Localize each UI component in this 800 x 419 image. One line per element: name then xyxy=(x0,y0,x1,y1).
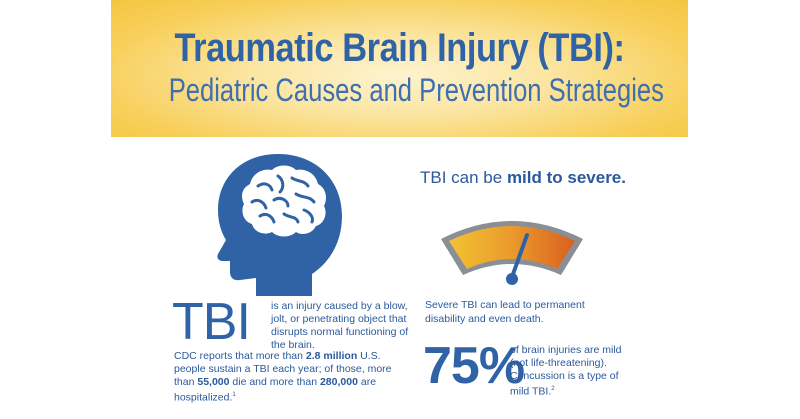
page-subtitle: Pediatric Causes and Prevention Strategi… xyxy=(168,72,664,108)
severity-heading: TBI can be mild to severe. xyxy=(420,168,626,188)
severity-heading-pre: TBI can be xyxy=(420,168,507,187)
child-head-brain-icon xyxy=(200,150,360,300)
tbi-heading: TBI xyxy=(172,293,251,351)
page-title: Traumatic Brain Injury (TBI): xyxy=(174,26,625,70)
severe-tbi-text: Severe TBI can lead to permanent disabil… xyxy=(425,299,585,325)
cdc-text-mid1: U.S. people sustain a TBI each year; of … xyxy=(174,350,392,388)
percent-footnote: 2 xyxy=(551,386,555,392)
mild-percent: 75% xyxy=(423,337,525,395)
severity-heading-bold: mild to severe. xyxy=(506,168,626,187)
cdc-stat-deaths: 55,000 xyxy=(197,376,230,388)
tbi-definition: is an injury caused by a blow, jolt, or … xyxy=(271,300,409,351)
cdc-text-pre: CDC reports that more than xyxy=(174,350,306,362)
cdc-text-post: are hospitalized. xyxy=(174,376,377,404)
header-banner: Traumatic Brain Injury (TBI): Pediatric … xyxy=(111,0,688,137)
mild-percent-desc: of brain injuries are mild (not life-thr… xyxy=(510,344,622,398)
severity-gauge-icon xyxy=(437,205,587,290)
cdc-stat-hospitalized: 280,000 xyxy=(319,376,358,388)
mild-percent-text: of brain injuries are mild (not life-thr… xyxy=(510,344,630,399)
cdc-text-mid2: die and more than xyxy=(229,376,320,388)
cdc-footnote: 1 xyxy=(232,392,236,398)
cdc-stat-injuries: 2.8 million xyxy=(305,350,358,362)
cdc-statistics: CDC reports that more than 2.8 million U… xyxy=(174,350,414,405)
